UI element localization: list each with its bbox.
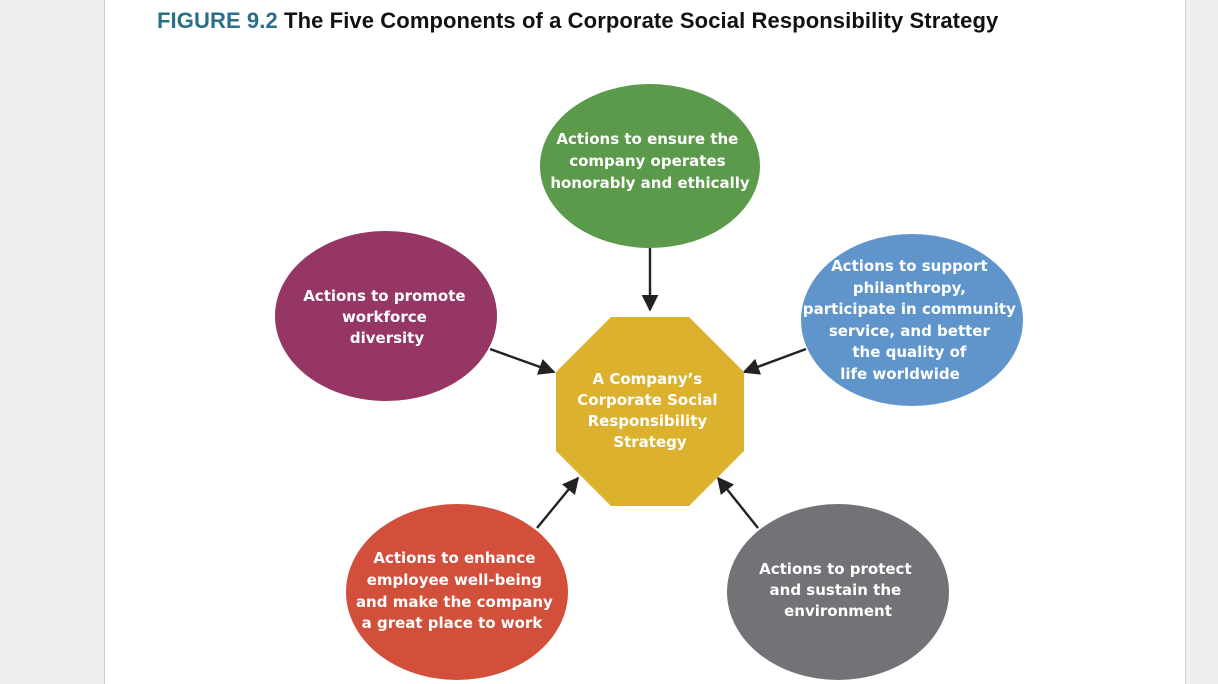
arrow-philanthropy-to-center	[742, 347, 807, 375]
employee-wellbeing-label: Actions to enhance employee well-being a…	[356, 549, 558, 632]
ethics-label: Actions to ensure the company operates h…	[550, 130, 750, 192]
philanthropy-ellipse	[801, 234, 1023, 406]
diversity-label: Actions to promote workforce diversity	[303, 287, 471, 347]
employee-wellbeing-ellipse	[346, 504, 568, 680]
component-philanthropy: Actions to support philanthropy, partici…	[801, 234, 1023, 406]
arrow-diversity-to-center	[489, 347, 556, 375]
center-octagon	[556, 317, 744, 506]
arrows	[489, 248, 807, 529]
component-employee-wellbeing: Actions to enhance employee well-being a…	[346, 504, 568, 680]
arrow-employee-to-center	[536, 476, 580, 529]
philanthropy-label: Actions to support philanthropy, partici…	[803, 257, 1021, 383]
arrow-environment-to-center	[716, 476, 759, 529]
ethics-ellipse	[540, 84, 760, 248]
environment-ellipse	[727, 504, 949, 680]
component-environment: Actions to protect and sustain the envir…	[727, 504, 949, 680]
center-node: A Company’s Corporate Social Responsibil…	[556, 317, 744, 506]
environment-label: Actions to protect and sustain the envir…	[759, 560, 917, 620]
center-label: A Company’s Corporate Social Responsibil…	[577, 370, 722, 451]
component-diversity: Actions to promote workforce diversity	[275, 231, 497, 401]
diversity-ellipse	[275, 231, 497, 401]
component-ethics: Actions to ensure the company operates h…	[540, 84, 760, 248]
figure-title-text: The Five Components of a Corporate Socia…	[284, 8, 999, 33]
figure-title: FIGURE 9.2 The Five Components of a Corp…	[157, 8, 998, 34]
figure-number: FIGURE 9.2	[157, 8, 278, 33]
